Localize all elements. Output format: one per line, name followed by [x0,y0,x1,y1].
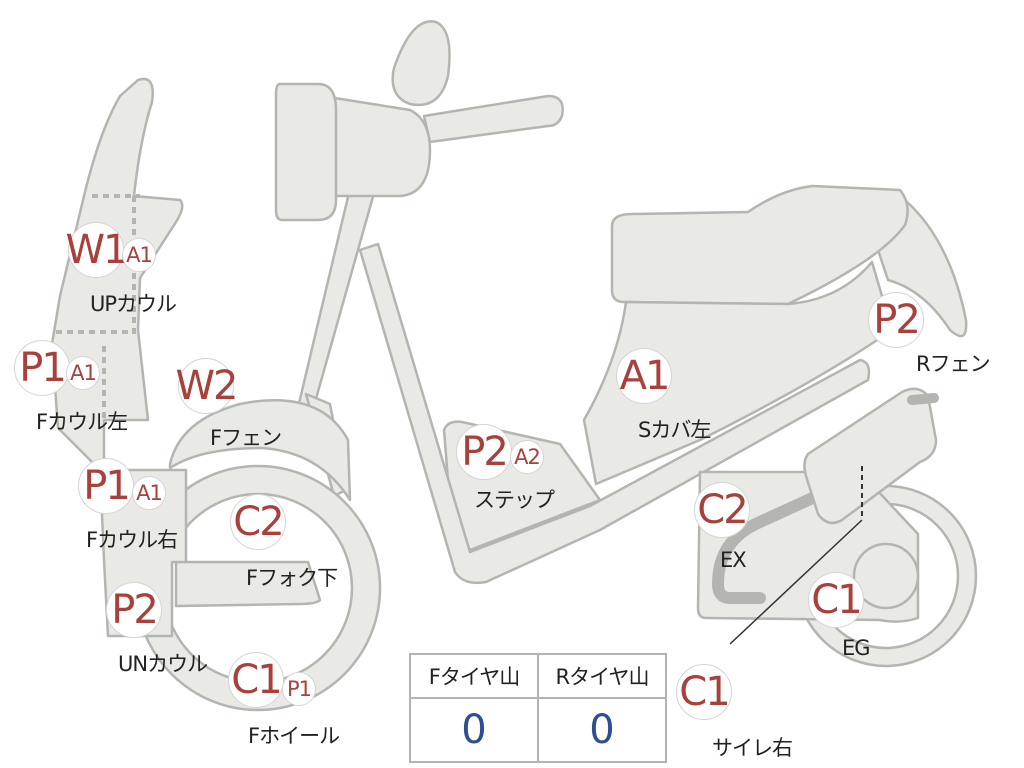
handlebar-shape [422,94,564,144]
tire-tread-table: Fタイヤ山 Rタイヤ山 0 0 [409,653,667,763]
code-badge-f-cowl-right-2: A1 [132,476,166,510]
code-badge-f-fender-1: W2 [176,358,239,414]
part-label-engine: EG [842,636,871,660]
code-badge-f-cowl-left-2: A1 [66,356,100,390]
part-label-up-cowl: UPカウル [90,292,177,316]
part-label-side-cover-left: Sカバ左 [638,418,711,442]
code-badge-up-cowl-2: A1 [122,238,156,272]
muffler-shape [803,387,938,525]
code-badge-engine-1: C1 [808,572,864,628]
part-label-step: ステップ [474,488,555,512]
code-badge-muffler-right-1: C1 [676,664,732,720]
code-badge-f-wheel-2: P1 [282,672,316,706]
code-badge-step-1: P2 [456,424,512,480]
part-label-f-fender: Fフェン [210,426,282,450]
front-tire-header: Fタイヤ山 [409,653,539,699]
code-badge-un-cowl-1: P2 [106,582,162,638]
rear-tire-header: Rタイヤ山 [537,653,667,699]
code-badge-exhaust-1: C2 [694,482,750,538]
front-tire-value: 0 [409,697,539,763]
part-label-exhaust: EX [720,548,747,572]
part-label-r-fender: Rフェン [916,352,991,376]
fork-lower-shape [174,560,322,608]
front-fender-shape [168,399,352,502]
steering-head-shape [320,94,432,198]
frame-shape [358,242,871,585]
code-badge-f-cowl-right-1: P1 [78,458,134,514]
side-cover-shape [582,260,894,486]
part-label-f-wheel: Fホイール [248,724,340,748]
code-badge-step-2: A2 [510,440,544,474]
part-label-f-cowl-left: Fカウル左 [36,410,128,434]
code-badge-r-fender-1: P2 [868,292,924,348]
rear-tire-value: 0 [537,697,667,763]
part-label-f-cowl-right: Fカウル右 [86,528,178,552]
seat-shape [610,184,909,306]
code-badge-up-cowl-1: W1 [66,222,129,278]
part-label-muffler-right: サイレ右 [712,736,793,760]
mirror-shape [391,20,451,107]
part-label-un-cowl: UNカウル [118,652,208,676]
headlight-shape [274,82,338,222]
code-badge-f-wheel-1: C1 [228,652,284,708]
part-label-f-fork-lower: Fフォク下 [246,566,338,590]
code-badge-side-cover-left-1: A1 [616,348,672,404]
code-badge-f-cowl-left-1: P1 [14,340,70,396]
code-badge-f-fork-lower-1: C2 [230,494,286,550]
